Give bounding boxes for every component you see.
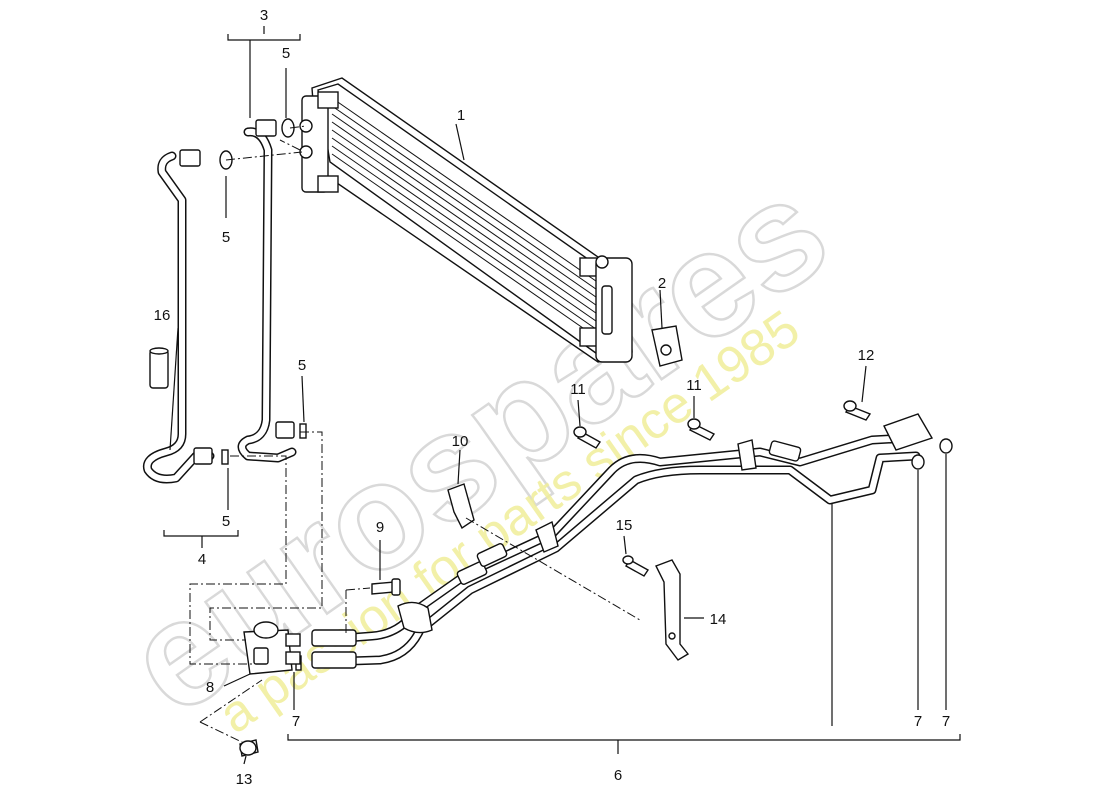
bolt[interactable] (843, 400, 872, 421)
callout-5: 5 (298, 357, 306, 374)
callout-5: 5 (222, 513, 230, 530)
callout-7: 7 (942, 713, 950, 730)
oil-cooler[interactable] (299, 77, 633, 363)
callout-14: 14 (710, 611, 727, 628)
leader-lines (163, 26, 961, 765)
callout-16: 16 (154, 307, 171, 324)
cooler-fins (331, 97, 607, 345)
bolt[interactable] (371, 578, 401, 596)
callout-6: 6 (614, 767, 622, 784)
callout-11: 11 (686, 377, 702, 394)
callout-9: 9 (376, 519, 384, 536)
bracket-small[interactable] (447, 483, 475, 530)
washer[interactable] (911, 438, 953, 470)
cooler-pipe-left-inner[interactable] (237, 119, 297, 463)
callout-3: 3 (260, 7, 268, 24)
callout-7: 7 (914, 713, 922, 730)
callout-4: 4 (198, 551, 206, 568)
bolt[interactable] (687, 418, 716, 441)
oil-line-assembly[interactable] (311, 413, 934, 669)
callout-5: 5 (222, 229, 230, 246)
callout-5: 5 (282, 45, 290, 62)
bracket-large[interactable] (655, 559, 690, 661)
bolt[interactable] (573, 426, 602, 449)
callout-8: 8 (206, 679, 214, 696)
bolt[interactable] (622, 555, 650, 577)
callout-labels: 1 2 3 4 5 5 5 5 6 7 7 7 8 9 10 11 11 12 … (154, 7, 951, 788)
callout-2: 2 (658, 275, 666, 292)
callout-11: 11 (570, 381, 586, 398)
callout-12: 12 (858, 347, 875, 364)
callout-15: 15 (616, 517, 633, 534)
clip-nut[interactable] (651, 325, 683, 367)
callout-13: 13 (236, 771, 253, 788)
callout-7: 7 (292, 713, 300, 730)
callout-10: 10 (452, 433, 469, 450)
cooler-pipe-left-outer[interactable] (142, 149, 215, 484)
bolt[interactable] (239, 739, 259, 757)
distributor-block[interactable] (243, 621, 301, 675)
callout-1: 1 (457, 107, 465, 124)
protective-sleeve[interactable] (149, 347, 169, 389)
